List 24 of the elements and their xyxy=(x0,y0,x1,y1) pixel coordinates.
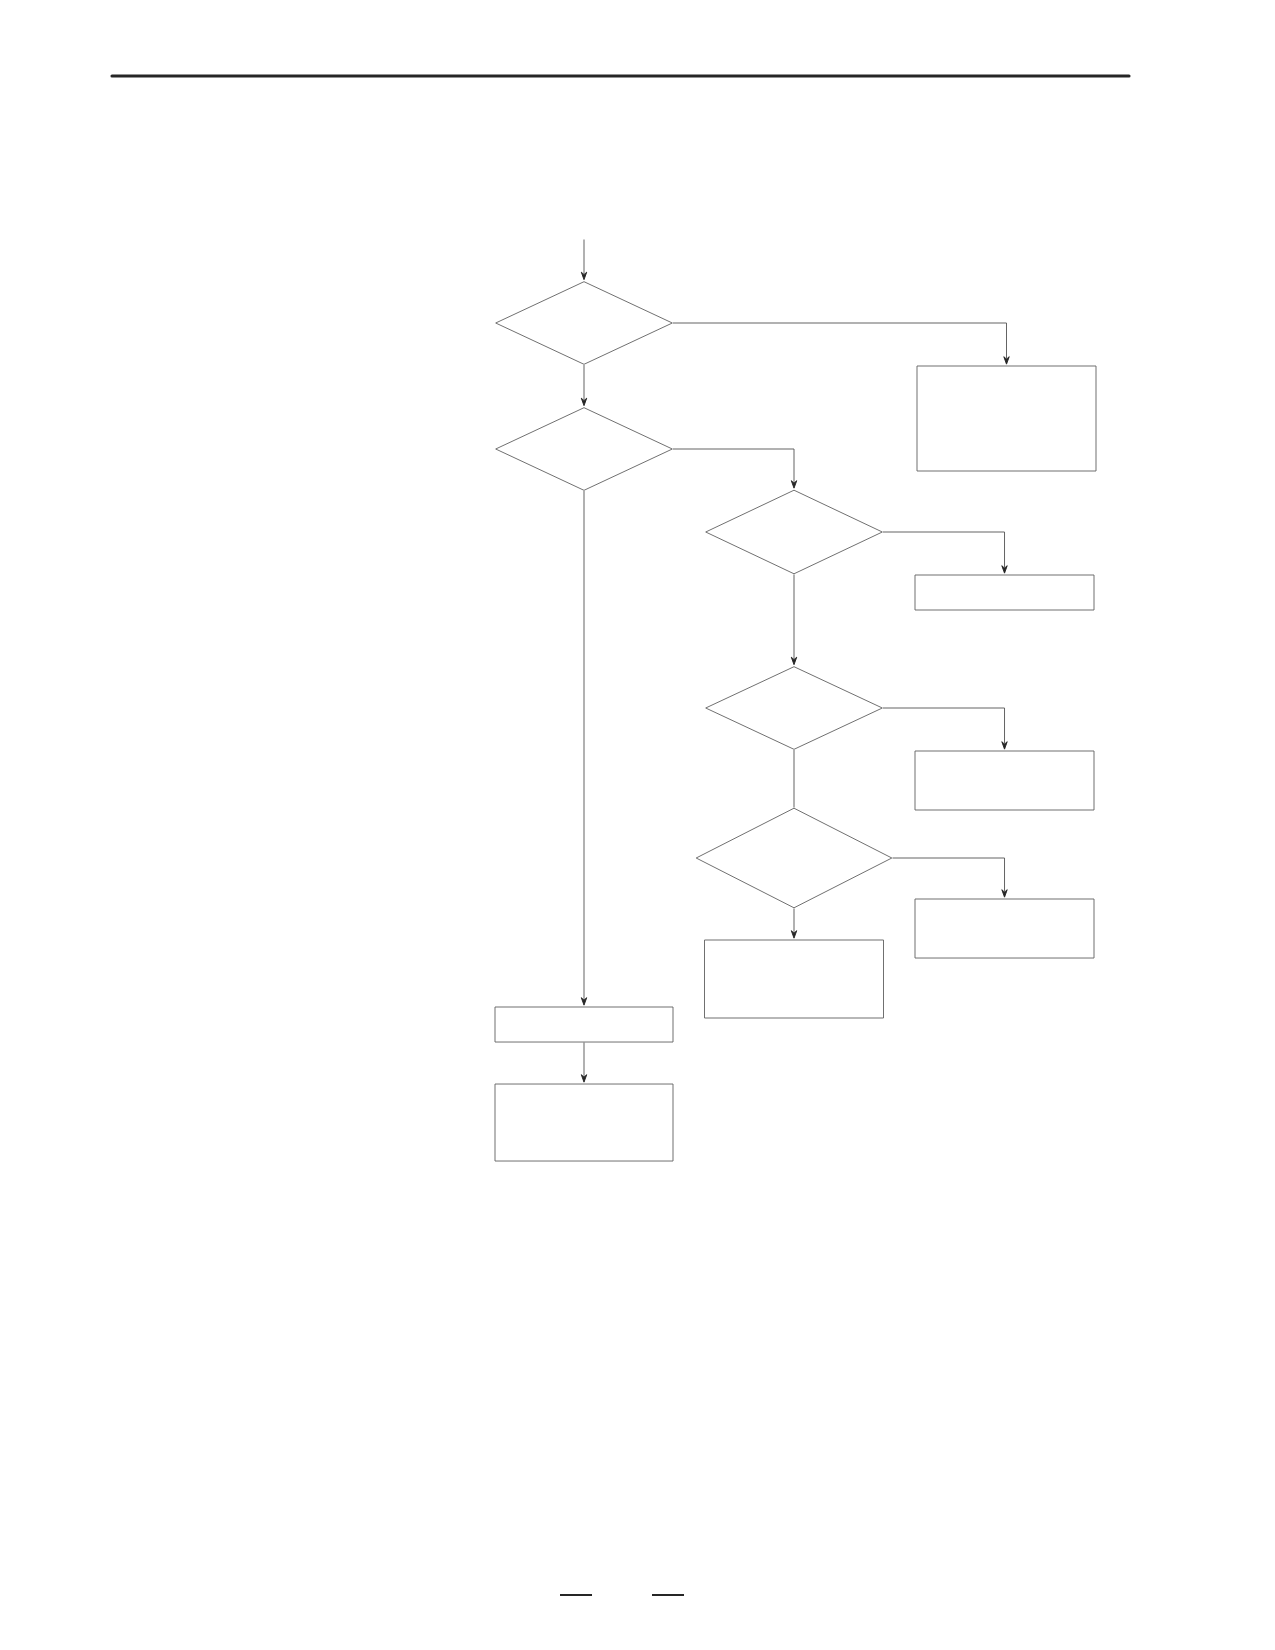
process-box xyxy=(494,1006,674,1043)
decision-diamond xyxy=(495,281,673,365)
process-box xyxy=(914,898,1095,959)
process-box xyxy=(494,1083,674,1162)
decision-diamond xyxy=(495,407,673,491)
arrow xyxy=(580,490,588,1006)
arrow xyxy=(672,322,1010,365)
arrow xyxy=(672,448,798,489)
arrow xyxy=(580,364,588,407)
decision-diamond xyxy=(695,807,893,909)
decision-diamond xyxy=(705,666,883,750)
decision-diamond xyxy=(705,489,883,575)
arrow xyxy=(580,1042,588,1083)
process-box xyxy=(916,365,1097,472)
arrow xyxy=(882,707,1008,750)
arrow xyxy=(580,239,588,281)
process-box xyxy=(704,939,884,1019)
arrow xyxy=(882,531,1008,574)
connector-line xyxy=(793,749,795,808)
process-box xyxy=(914,574,1095,611)
arrow xyxy=(892,857,1008,898)
arrow xyxy=(790,908,798,939)
arrow xyxy=(790,574,798,666)
process-box xyxy=(914,750,1095,811)
